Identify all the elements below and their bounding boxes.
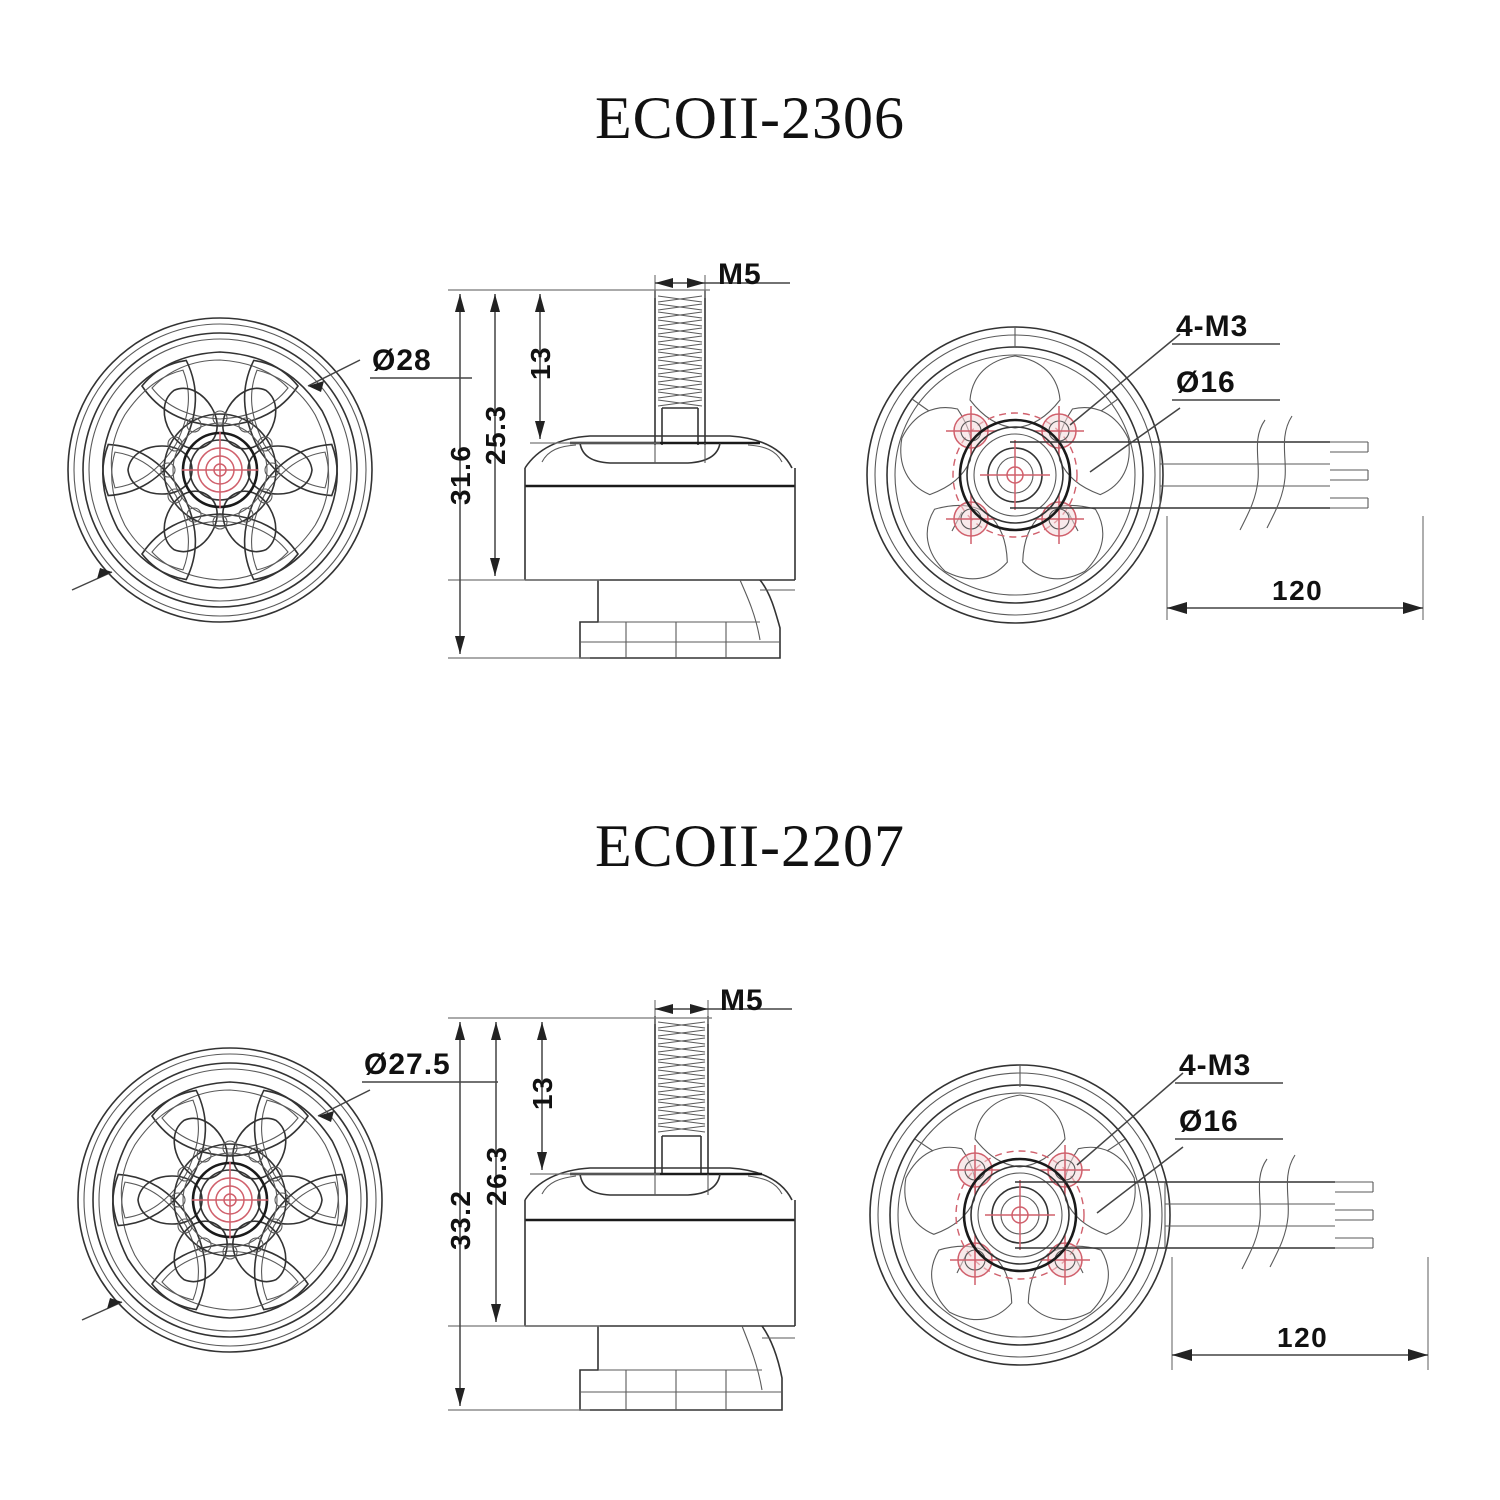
bell-outline bbox=[67, 317, 373, 623]
mount-thread-label: 4-M3 bbox=[1179, 1049, 1251, 1082]
bolt-circle-red bbox=[955, 1150, 1085, 1280]
shaft-thread-label: M5 bbox=[718, 258, 762, 291]
dim-shaft-length: 13 bbox=[527, 1076, 558, 1110]
side-view-2207 bbox=[448, 1000, 796, 1411]
bolt-circle-label: Ø16 bbox=[1179, 1105, 1239, 1138]
front-view-2207 bbox=[77, 1047, 383, 1353]
side-view-2306 bbox=[448, 275, 796, 659]
rear-view-leader-lines bbox=[1069, 333, 1181, 473]
drawing-title-2207: ECOII-2207 bbox=[595, 813, 905, 879]
wire-length-dimension bbox=[1171, 1257, 1429, 1370]
side-view-dimension-text-2207: M5 13 26.3 33.2 bbox=[445, 984, 764, 1251]
diameter-leader-line bbox=[307, 359, 361, 392]
diameter-leader-line bbox=[317, 1089, 371, 1122]
motor-wires bbox=[1015, 1154, 1374, 1270]
rear-view-text-2207: 4-M3 Ø16 120 bbox=[1175, 1049, 1328, 1353]
motor-shaft bbox=[654, 290, 706, 445]
shaft-thread-dimension bbox=[654, 1000, 792, 1024]
bolt-circle-label: Ø16 bbox=[1176, 366, 1236, 399]
bell-edge-leader-line bbox=[81, 1298, 123, 1321]
dim-overall-height: 33.2 bbox=[445, 1190, 476, 1251]
bell-outline bbox=[77, 1047, 383, 1353]
dim-body-to-shaft-top: 26.3 bbox=[481, 1146, 512, 1207]
dim-overall-height: 31.6 bbox=[445, 445, 476, 506]
bell-vents bbox=[102, 351, 338, 589]
bell-vents bbox=[112, 1081, 348, 1319]
mount-thread-label: 4-M3 bbox=[1176, 310, 1248, 343]
center-boss bbox=[958, 418, 1072, 532]
bell-hub bbox=[170, 1140, 290, 1260]
front-view-diameter-callout-2207: Ø27.5 bbox=[362, 1048, 498, 1083]
shaft-thread-label: M5 bbox=[720, 984, 764, 1017]
rear-view-text-2306: 4-M3 Ø16 120 bbox=[1172, 310, 1323, 606]
dim-body-to-shaft-top: 25.3 bbox=[480, 405, 511, 466]
motor-base-flange bbox=[579, 579, 795, 659]
shaft-thread-dimension bbox=[654, 275, 790, 298]
side-view-dimension-text-2306: M5 13 25.3 31.6 bbox=[445, 258, 762, 506]
wire-length-label: 120 bbox=[1277, 1322, 1328, 1353]
front-view-diameter-label: Ø28 bbox=[372, 344, 432, 377]
front-view-2306 bbox=[67, 317, 373, 623]
drawing-title-2306: ECOII-2306 bbox=[595, 85, 905, 151]
height-dimensions bbox=[448, 1017, 712, 1411]
rear-view-leader-lines bbox=[1076, 1072, 1184, 1214]
rear-view-2207 bbox=[869, 1064, 1429, 1370]
wire-length-label: 120 bbox=[1272, 575, 1323, 606]
motor-wires bbox=[1010, 415, 1369, 531]
front-view-diameter-label: Ø27.5 bbox=[364, 1048, 451, 1081]
center-boss bbox=[962, 1157, 1078, 1273]
dim-shaft-length: 13 bbox=[525, 346, 556, 380]
wire-length-dimension bbox=[1166, 516, 1424, 620]
motor-base-flange bbox=[579, 1325, 795, 1411]
bell-hub bbox=[160, 410, 280, 530]
m3-mounting-holes bbox=[950, 1145, 1090, 1285]
front-view-diameter-callout-2306: Ø28 bbox=[370, 344, 472, 379]
bolt-circle-red bbox=[952, 412, 1078, 538]
motor-shaft bbox=[654, 1016, 709, 1174]
rear-view-2306 bbox=[866, 326, 1424, 624]
height-dimensions bbox=[448, 289, 710, 659]
bell-edge-leader-line bbox=[71, 568, 113, 591]
